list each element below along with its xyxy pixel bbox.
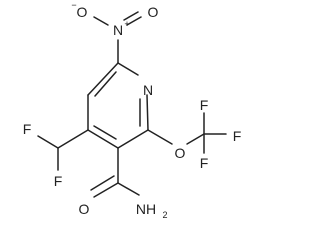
atom-ring-n: N	[143, 82, 153, 98]
bond-c6-n1	[117, 62, 139, 76]
molecule-structure-diagram: O − N + O N O F F F F F O NH 2	[23, 0, 242, 220]
atom-nitro-o-double: O	[148, 4, 159, 20]
charge-nitro-n: +	[124, 19, 129, 29]
atom-nitro-o-minus: O	[77, 4, 88, 20]
bonds	[37, 11, 227, 198]
bond-nitro-n-o-double-a	[126, 16, 142, 26]
bond-amide-c-n	[117, 182, 140, 196]
bond-c5-c6	[87, 62, 119, 96]
bond-c5-c6-inner	[94, 71, 117, 97]
atom-cf3-f-right: F	[233, 128, 242, 144]
bond-c2-ether-o	[147, 129, 173, 145]
bond-chf2-c-f-left	[37, 135, 59, 149]
bond-ether-o-cf3-c	[186, 133, 205, 145]
bond-amide-c-o-a	[93, 182, 119, 198]
bond-c2-c3	[117, 129, 149, 149]
bond-nitro-n-o-double-b	[123, 11, 139, 21]
charge-nitro-o-minus: −	[71, 0, 76, 10]
atom-chf2-f-down: F	[54, 173, 63, 189]
atom-amide-nh2: NH	[136, 201, 156, 217]
atom-cf3-f-top: F	[200, 97, 209, 113]
bond-c3-c4	[87, 129, 119, 149]
atom-chf2-f-left: F	[23, 121, 32, 137]
atom-amide-nh2-subscript: 2	[162, 210, 167, 220]
atom-labels: O − N + O N O F F F F F O NH 2	[23, 0, 242, 220]
bond-c4-chf2-c	[57, 129, 89, 149]
atom-nitro-n: N	[113, 22, 123, 38]
atom-ether-o: O	[175, 145, 186, 161]
bond-n1-c2	[146, 94, 149, 131]
bond-c3-c4-inner	[93, 125, 117, 140]
bond-amide-c-o-b	[90, 175, 115, 191]
atom-amide-o: O	[79, 201, 90, 217]
atom-cf3-f-bottom: F	[200, 155, 209, 171]
bond-nitro-n-o-minus	[93, 16, 109, 26]
